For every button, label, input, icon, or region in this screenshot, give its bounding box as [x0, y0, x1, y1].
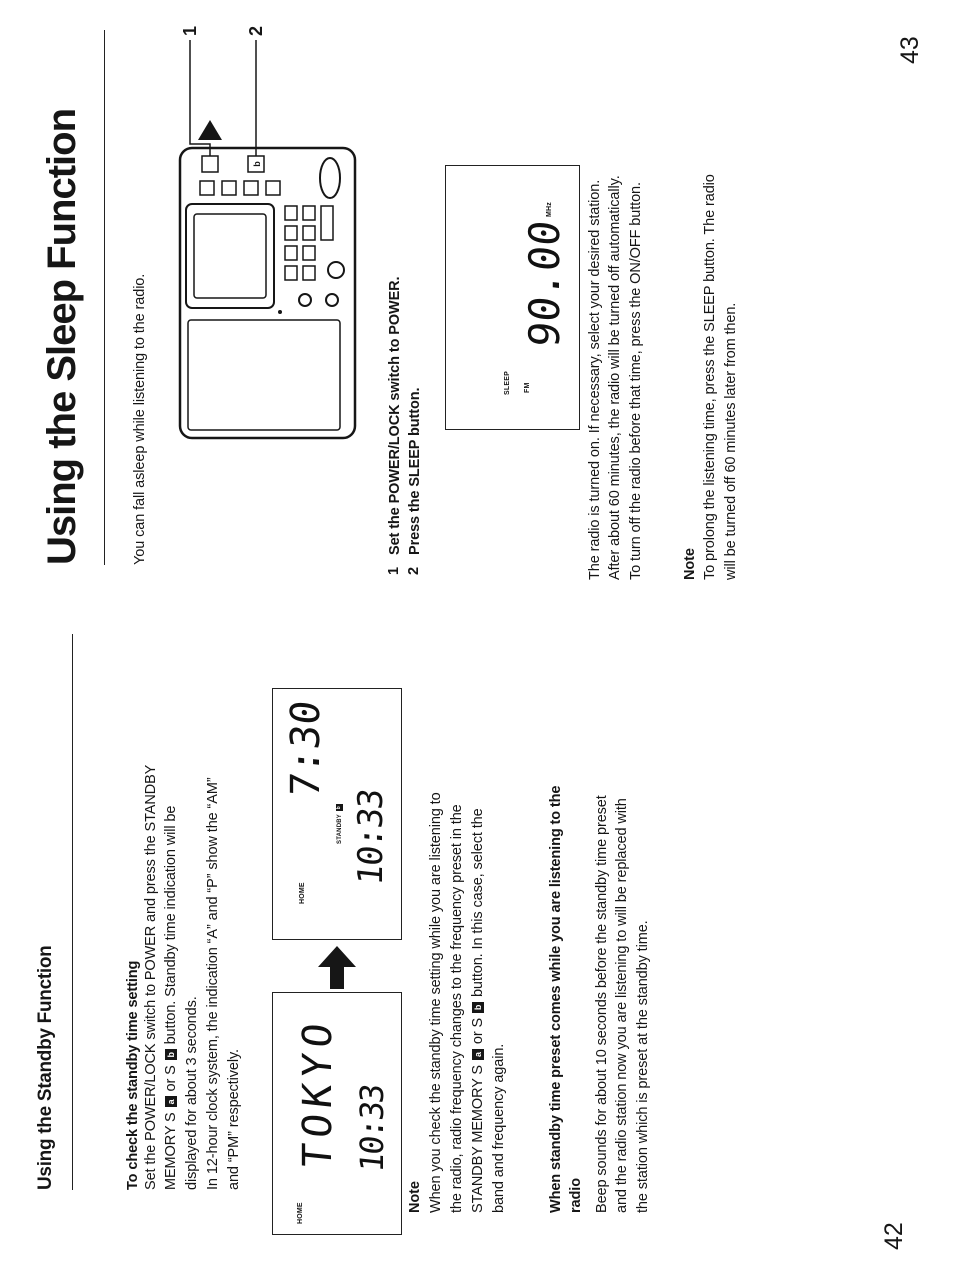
beep-para-line: the station which is preset at the stand… [635, 920, 651, 1213]
standby-radio-heading: radio [568, 1178, 584, 1213]
note-title: Note [407, 1181, 423, 1213]
lcd-band-label: FM [524, 382, 531, 393]
memory-b-button-badge: b [472, 1001, 484, 1013]
sleep-para-line: To turn off the radio before that time, … [628, 182, 644, 580]
text-segment: button. Standby time indication will be [163, 805, 179, 1045]
lcd-home-label: HOME [297, 1202, 304, 1224]
left-page-title: Using the Standby Function [35, 945, 56, 1190]
step-text: Press the SLEEP button. [407, 387, 423, 555]
text-segment: button. In this case, select the [470, 808, 486, 998]
lcd-time-readout: 10:33 [351, 788, 391, 888]
standby-b-badge: b [336, 804, 343, 812]
standby-radio-heading: When standby time preset comes while you… [548, 785, 564, 1213]
note-line: To prolong the listening time, press the… [702, 174, 718, 580]
lcd-city-readout: TOKYO [295, 1015, 341, 1171]
note-line: When you check the standby time setting … [428, 792, 444, 1213]
lcd-sleep-label: SLEEP [504, 371, 511, 395]
note-line: the radio, radio frequency changes to th… [449, 804, 465, 1213]
lcd-standby-time-readout: 7:30 [283, 698, 329, 800]
sleep-para-line: The radio is turned on. If necessary, se… [587, 179, 603, 580]
note-line: will be turned off 60 minutes later from… [723, 302, 739, 580]
memory-a-button-badge: a [472, 1049, 484, 1061]
standby-para-line: displayed for about 3 seconds. [184, 996, 200, 1190]
step-number: 1 [386, 566, 402, 575]
note-line: STANDBY MEMORY S a or S b button. In thi… [469, 808, 487, 1213]
note-line: band and frequency again. [491, 1043, 507, 1213]
callout-line-1 [189, 40, 211, 156]
lcd-display-after: HOME 7:30 STANDBY b 10:33 [272, 688, 402, 940]
beep-para-line: and the radio station now you are listen… [614, 798, 630, 1213]
text-segment: or S [470, 1017, 486, 1045]
left-title-rule [72, 634, 73, 1190]
standby-para-line: In 12-hour clock system, the indication … [205, 777, 221, 1190]
page-number-right: 43 [896, 36, 924, 64]
arrow-up-icon [318, 946, 356, 989]
memory-a-button-badge: a [165, 1096, 177, 1108]
lcd-display-sleep: SLEEP FM 90.00 MHz [445, 165, 580, 430]
standby-para-line: and “PM” respectively. [226, 1049, 242, 1190]
lcd-home-label: HOME [299, 882, 306, 904]
arrow-right-icon [198, 120, 222, 140]
text-segment: MEMORY S [163, 1112, 179, 1190]
memory-b-button-badge: b [165, 1049, 177, 1061]
lcd-time-readout: 10:33 [353, 1083, 391, 1174]
standby-para-line: Set the POWER/LOCK switch to POWER and p… [143, 764, 159, 1190]
callout-label-1: 1 [180, 26, 200, 36]
radio-illustration: b 1 2 [178, 26, 357, 440]
lcd-display-before: HOME TOKYO 10:33 [272, 992, 402, 1235]
lcd-frequency-readout: 90.00 [520, 217, 569, 350]
beep-para-line: Beep sounds for about 10 seconds before … [594, 795, 610, 1213]
note-title: Note [682, 548, 698, 580]
right-page-title: Using the Sleep Function [40, 108, 84, 565]
standby-check-heading: To check the standby time setting [125, 960, 141, 1190]
standby-para-line: MEMORY S a or S b button. Standby time i… [162, 806, 180, 1190]
text-segment: or S [163, 1065, 179, 1092]
lcd-standby-label: STANDBY b [336, 803, 343, 844]
callout-label-2: 2 [246, 26, 266, 36]
lcd-unit-label: MHz [546, 202, 553, 217]
text-segment: STANDBY MEMORY S [470, 1064, 486, 1213]
page-number-left: 42 [880, 1222, 908, 1250]
right-title-rule [104, 30, 105, 565]
sleep-para-line: After about 60 minutes, the radio will b… [607, 175, 623, 580]
radio-sleep-button-label: b [252, 161, 262, 167]
step-number: 2 [406, 566, 422, 575]
step-text: Set the POWER/LOCK switch to POWER. [387, 276, 403, 555]
standby-text: STANDBY [337, 814, 343, 844]
